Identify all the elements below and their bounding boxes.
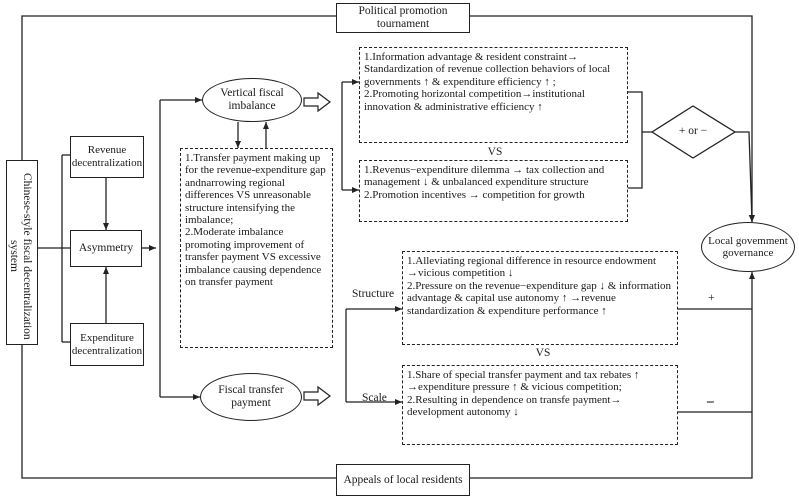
vertical-negative-effects-box: 1.Revenus−expenditure dilemma → tax coll… bbox=[359, 160, 628, 222]
political-promotion-box: Political promotion tournament bbox=[336, 3, 470, 33]
vertical-vs-label: VS bbox=[487, 146, 503, 158]
positive-sign: + bbox=[708, 290, 715, 304]
transfer-vs-label: VS bbox=[535, 347, 551, 359]
vertical-positive-effects-box: 1.Information advantage & resident const… bbox=[359, 47, 628, 143]
negative-sign: − bbox=[706, 395, 715, 411]
asymmetry-box: Asymmetry bbox=[70, 230, 142, 267]
scale-label: Scale bbox=[362, 392, 387, 404]
system-label-wrap: Chinese-style fiscal decentralization sy… bbox=[7, 166, 33, 346]
transfer-scale-effects-box: 1.Share of special transfer payment and … bbox=[402, 365, 678, 445]
sign-diamond bbox=[650, 105, 737, 159]
vertical-imbalance-node: Vertical fiscal imbalance bbox=[202, 78, 302, 122]
system-box bbox=[6, 160, 38, 345]
system-label: Chinese-style fiscal decentralization sy… bbox=[8, 172, 33, 340]
local-governance-node: Local govemment governance bbox=[701, 222, 795, 272]
diamond-sign-label: + or − bbox=[678, 125, 708, 137]
revenue-decentralization-box: Revenue decentralization bbox=[70, 136, 144, 178]
transfer-imbalance-interaction-box: 1.Transfer payment making up for the rev… bbox=[180, 148, 333, 348]
resident-appeals-box: Appeals of local residents bbox=[336, 464, 470, 496]
fiscal-transfer-node: Fiscal transfer payment bbox=[200, 373, 302, 421]
transfer-structure-effects-box: 1.Alleviating regional difference in res… bbox=[402, 251, 678, 345]
structure-label: Structure bbox=[352, 288, 395, 300]
expenditure-decentralization-box: Expenditure decentralization bbox=[70, 323, 144, 366]
